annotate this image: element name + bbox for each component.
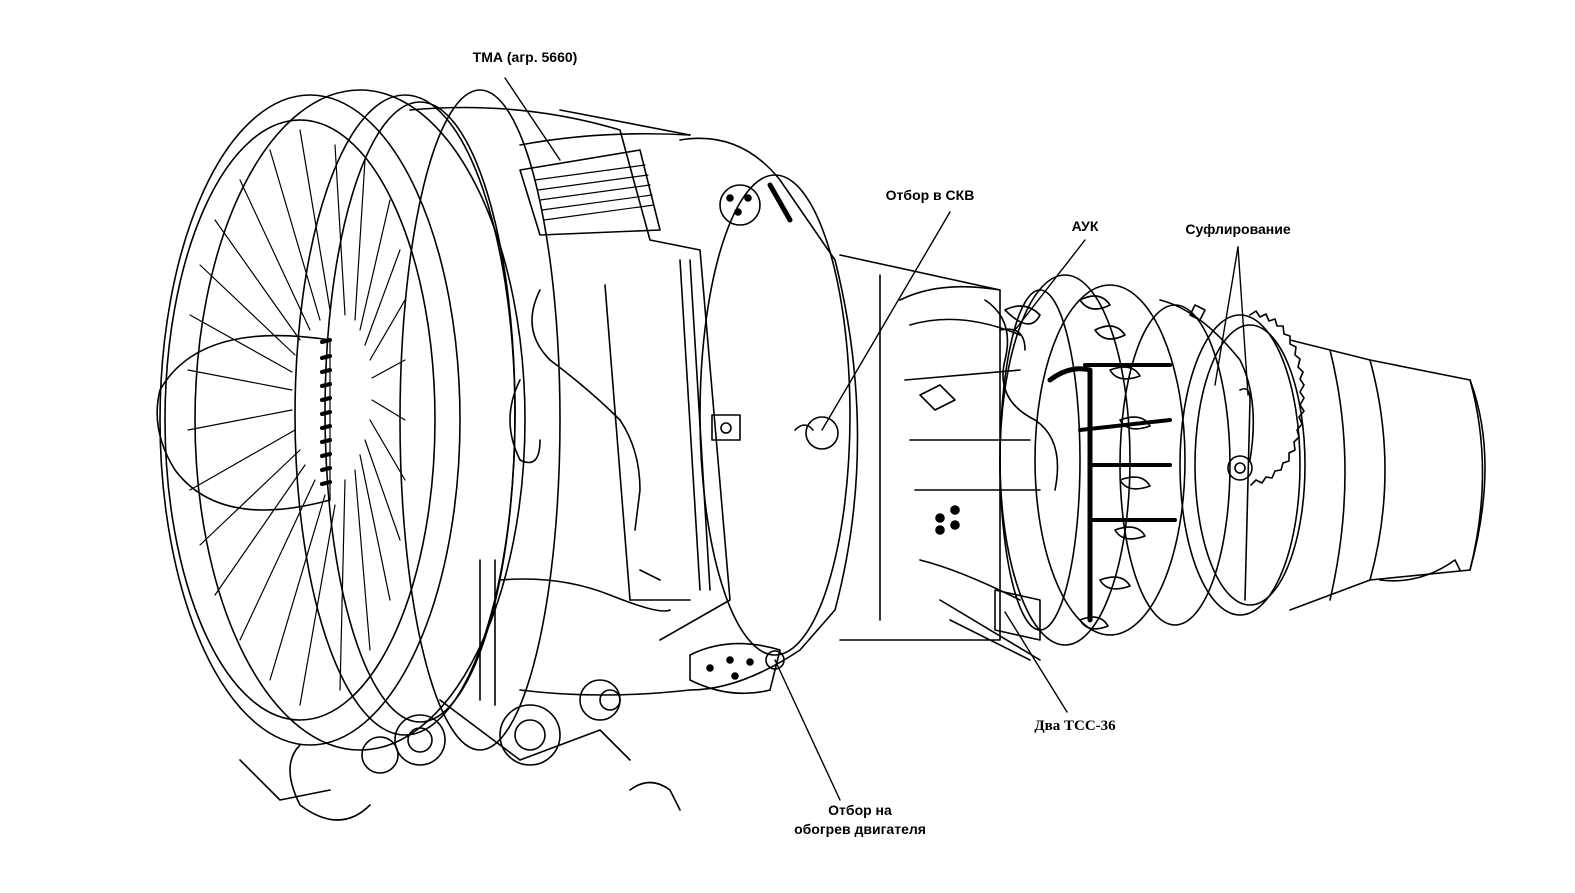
label-dva-tss: Два ТСС-36 xyxy=(1034,718,1116,734)
compressor-casing xyxy=(519,109,859,696)
label-auk: АУК xyxy=(1071,218,1099,234)
leader-heat xyxy=(774,659,841,801)
leader-auk xyxy=(1014,239,1086,331)
label-otbor-obogrev-line2: обогрев двигателя xyxy=(794,821,926,837)
leader-tss xyxy=(1004,611,1068,713)
accessory-piping xyxy=(239,106,731,821)
leader-suflirovanie-1 xyxy=(1214,246,1239,386)
leader-tma xyxy=(504,77,561,161)
fan-assembly xyxy=(156,89,561,751)
label-otbor-obogrev-line1: Отбор на xyxy=(828,802,892,818)
exhaust-nozzle xyxy=(1289,339,1486,611)
core-section xyxy=(839,254,1093,661)
leader-lines xyxy=(504,77,1249,801)
label-suflirovanie: Суфлирование xyxy=(1185,221,1291,237)
leader-suflirovanie-2 xyxy=(1237,246,1249,396)
label-otbor-skv: Отбор в СКВ xyxy=(885,187,975,203)
label-tma: ТМА (агр. 5660) xyxy=(472,49,578,65)
turbine-section xyxy=(999,274,1306,646)
leader-skv xyxy=(821,211,951,431)
